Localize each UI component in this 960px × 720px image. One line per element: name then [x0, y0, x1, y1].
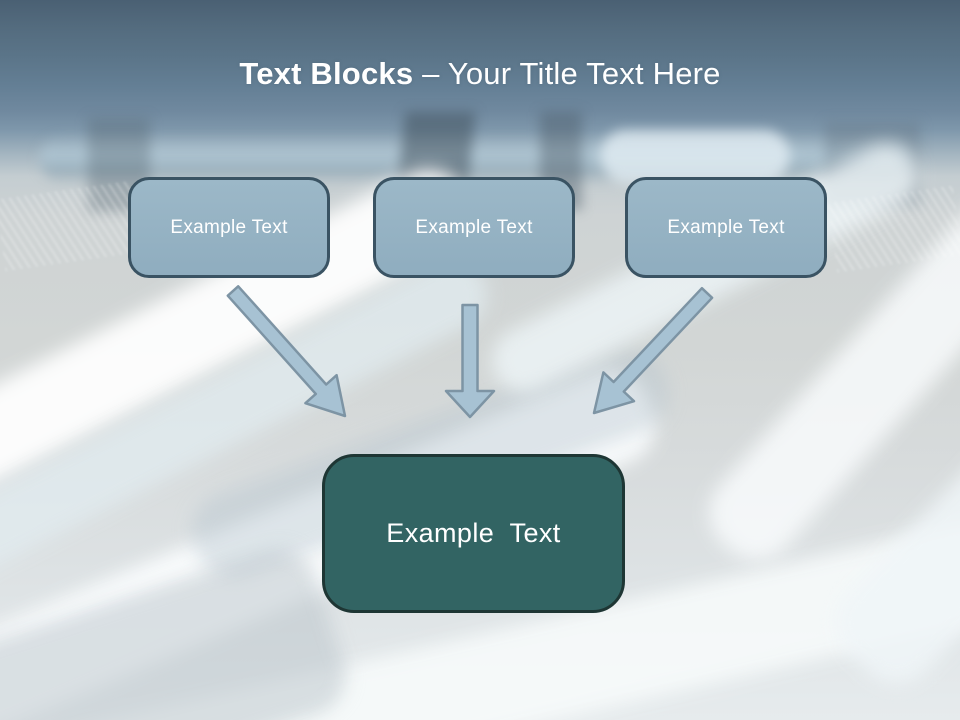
slide-title-bold: Text Blocks	[239, 56, 414, 91]
slide-title-rest: – Your Title Text Here	[422, 56, 721, 91]
bg-light-shape	[600, 130, 790, 182]
target-box-label: Example Text	[386, 518, 561, 548]
source-box-2: Example Text	[373, 177, 575, 278]
source-box-3-label: Example Text	[667, 216, 785, 238]
slide-title: Text Blocks – Your Title Text Here	[0, 56, 960, 92]
source-box-3: Example Text	[625, 177, 827, 278]
source-box-2-label: Example Text	[415, 216, 533, 238]
source-box-1: Example Text	[128, 177, 330, 278]
target-box: Example Text	[322, 454, 625, 613]
source-box-1-label: Example Text	[170, 216, 288, 238]
